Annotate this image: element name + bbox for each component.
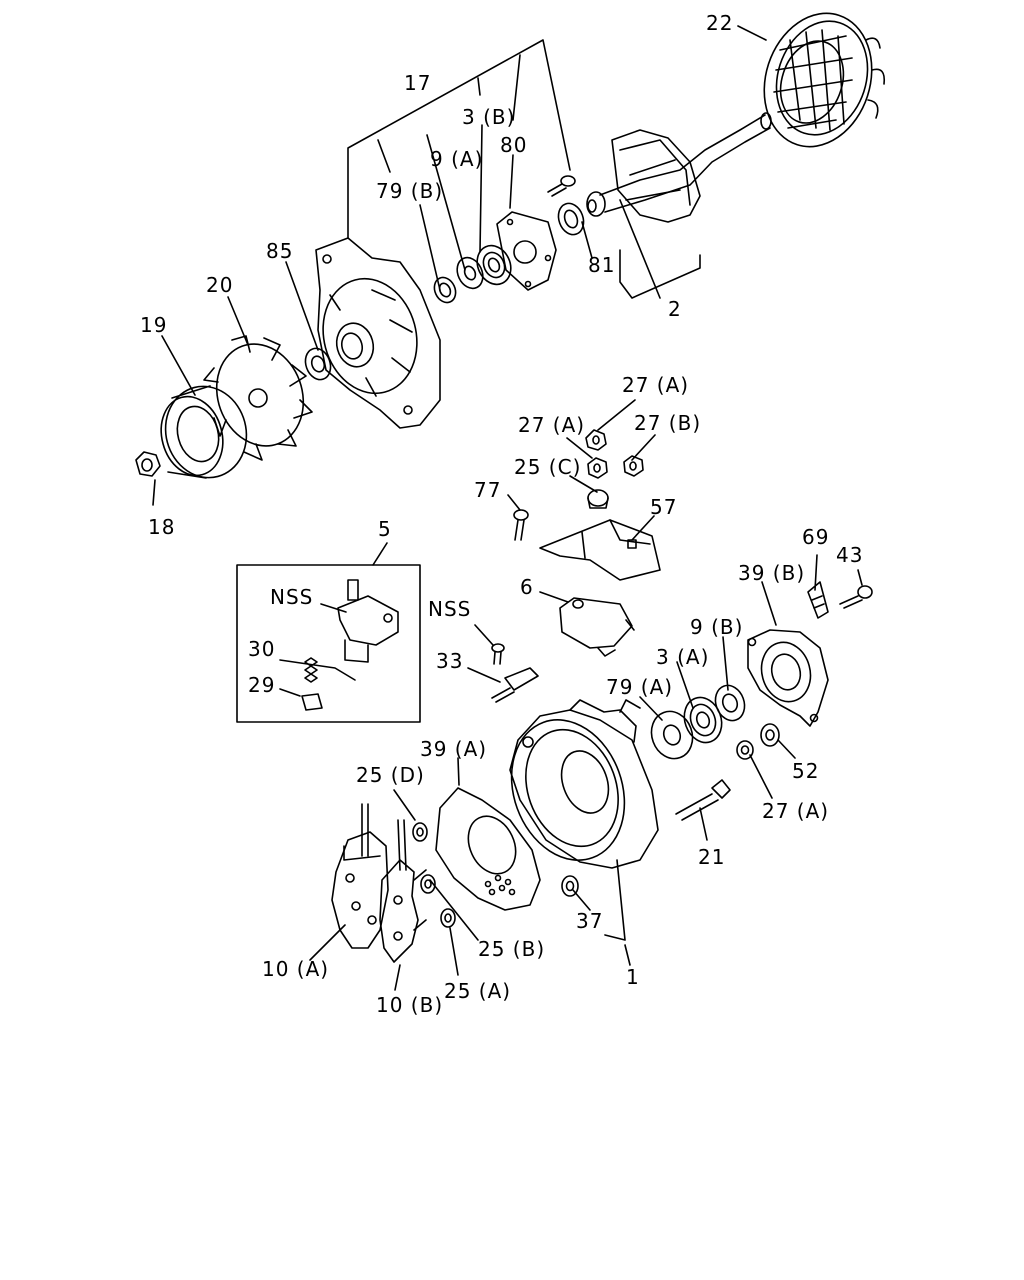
- label-10a: 10 (A): [262, 957, 329, 981]
- part-81-bearing: [554, 200, 587, 238]
- part-80-retainer-plate: [497, 212, 556, 290]
- part-33-terminal: [492, 644, 538, 702]
- label-57: 57: [650, 495, 677, 519]
- part-labels: 22 17 3 (B) 80 9 (A) 79 (B) 85 20 19 18 …: [140, 11, 863, 1017]
- part-27a-nut-bottom: [737, 741, 753, 759]
- label-1: 1: [626, 965, 640, 989]
- label-81: 81: [588, 253, 615, 277]
- part-18-nut: [136, 452, 160, 476]
- part-25b-spacer: [421, 875, 435, 893]
- part-27a-nut-top: [586, 430, 606, 450]
- part-6-regulator: [560, 598, 634, 656]
- label-33: 33: [436, 649, 463, 673]
- part-5-brush-holder-box: [237, 565, 420, 722]
- label-2: 2: [668, 297, 682, 321]
- label-80: 80: [500, 133, 527, 157]
- label-37: 37: [576, 909, 603, 933]
- part-19-pulley: [153, 377, 257, 487]
- part-1-rear-housing: [493, 700, 658, 876]
- label-27a-top: 27 (A): [622, 373, 689, 397]
- label-10b: 10 (B): [376, 993, 443, 1017]
- label-27b: 27 (B): [634, 411, 701, 435]
- label-5: 5: [378, 517, 392, 541]
- label-52: 52: [792, 759, 819, 783]
- label-6: 6: [520, 575, 534, 599]
- label-77: 77: [474, 478, 501, 502]
- part-10b-rectifier-plate: [380, 820, 426, 962]
- part-21-bolt: [676, 780, 730, 820]
- part-43-screw: [840, 586, 872, 608]
- part-77-small-screw-top: [548, 176, 575, 196]
- label-22: 22: [706, 11, 733, 35]
- part-3a-bearing: [678, 692, 728, 748]
- label-20: 20: [206, 273, 233, 297]
- part-85-bearing: [301, 345, 334, 383]
- part-22-stator: [748, 0, 889, 161]
- part-39a-insulator: [436, 788, 540, 910]
- leader-lines: [153, 26, 862, 990]
- label-21: 21: [698, 845, 725, 869]
- part-79b-seal: [430, 274, 459, 306]
- part-37-bushing: [562, 876, 578, 896]
- part-2-rotor: [587, 113, 771, 222]
- part-20-fan: [203, 332, 318, 460]
- label-29: 29: [248, 673, 275, 697]
- label-17: 17: [404, 71, 431, 95]
- label-3b: 3 (B): [462, 105, 515, 129]
- part-9a-washer: [452, 253, 487, 292]
- part-17-front-housing: [311, 238, 440, 428]
- label-27a-mid: 27 (A): [518, 413, 585, 437]
- label-69: 69: [802, 525, 829, 549]
- part-3b-bearing: [471, 240, 517, 290]
- part-52-bushing: [761, 724, 779, 746]
- label-25b: 25 (B): [478, 937, 545, 961]
- label-79b: 79 (B): [376, 179, 443, 203]
- label-9a: 9 (A): [430, 147, 483, 171]
- label-43: 43: [836, 543, 863, 567]
- label-39a: 39 (A): [420, 737, 487, 761]
- label-30: 30: [248, 637, 275, 661]
- part-39b-cover: [748, 630, 828, 726]
- part-57-cover: [540, 520, 660, 580]
- part-27a-nut-mid: [588, 458, 607, 478]
- label-3a: 3 (A): [656, 645, 709, 669]
- label-79a: 79 (A): [606, 675, 673, 699]
- part-27b-nut: [624, 456, 643, 476]
- label-39b: 39 (B): [738, 561, 805, 585]
- label-nss-33: NSS: [428, 597, 471, 621]
- part-25a-spacer: [441, 909, 455, 927]
- label-27a-bottom: 27 (A): [762, 799, 829, 823]
- label-85: 85: [266, 239, 293, 263]
- part-77-screw: [514, 510, 528, 540]
- label-nss-box: NSS: [270, 585, 313, 609]
- label-18: 18: [148, 515, 175, 539]
- part-9b-washer: [711, 681, 750, 724]
- label-9b: 9 (B): [690, 615, 743, 639]
- part-79a-washer: [645, 706, 699, 765]
- part-69-clip: [808, 582, 828, 618]
- label-25a: 25 (A): [444, 979, 511, 1003]
- part-25d-spacer: [413, 823, 427, 841]
- part-25c-bushing: [588, 490, 608, 508]
- part-10a-rectifier-plate: [332, 804, 388, 948]
- label-25c: 25 (C): [514, 455, 581, 479]
- label-25d: 25 (D): [356, 763, 425, 787]
- label-19: 19: [140, 313, 167, 337]
